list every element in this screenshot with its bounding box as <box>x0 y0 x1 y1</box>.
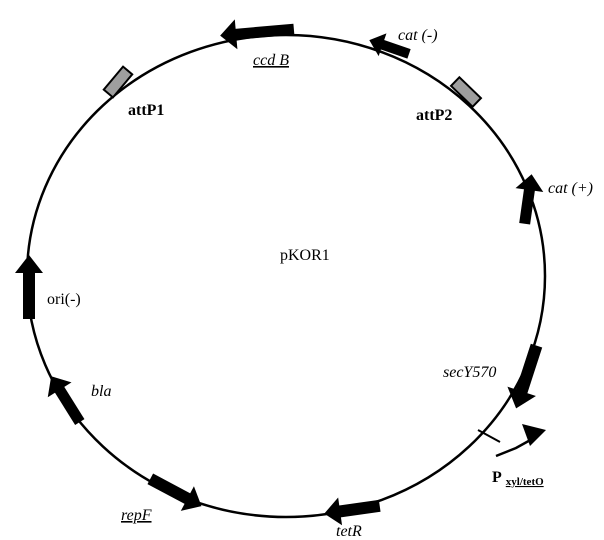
cat-plus-gene-arrow <box>515 174 544 225</box>
bla-label: bla <box>91 383 111 400</box>
tetR-label: tetR <box>336 523 362 540</box>
tetR-gene-arrow <box>324 497 381 526</box>
ccdB-gene-arrow <box>220 19 295 50</box>
ori-minus-label: ori(-) <box>47 291 81 308</box>
promoter-label-subscript: xyl/tetO <box>506 476 544 488</box>
plasmid-backbone <box>25 33 547 519</box>
attP1-label: attP1 <box>128 102 164 119</box>
cat-plus-label: cat (+) <box>548 180 593 197</box>
cat-minus-gene-arrow <box>369 33 411 59</box>
cat-minus-label: cat (-) <box>398 27 438 44</box>
promoter-label-main: P <box>492 469 502 486</box>
secY570-label: secY570 <box>443 364 496 381</box>
attP2-label: attP2 <box>416 107 452 124</box>
promoter-arrow <box>477 424 546 458</box>
bla-gene-arrow <box>47 376 85 425</box>
plasmid-name-label: pKOR1 <box>280 247 330 264</box>
attP1-site-box <box>102 65 134 99</box>
secY570-gene-arrow <box>507 343 543 409</box>
repF-label: repF <box>121 507 152 524</box>
attP2-site-box <box>449 75 483 109</box>
repF-gene-arrow <box>147 473 202 511</box>
ccdB-label: ccd B <box>253 52 289 69</box>
ori-minus-gene-arrow <box>15 255 43 319</box>
